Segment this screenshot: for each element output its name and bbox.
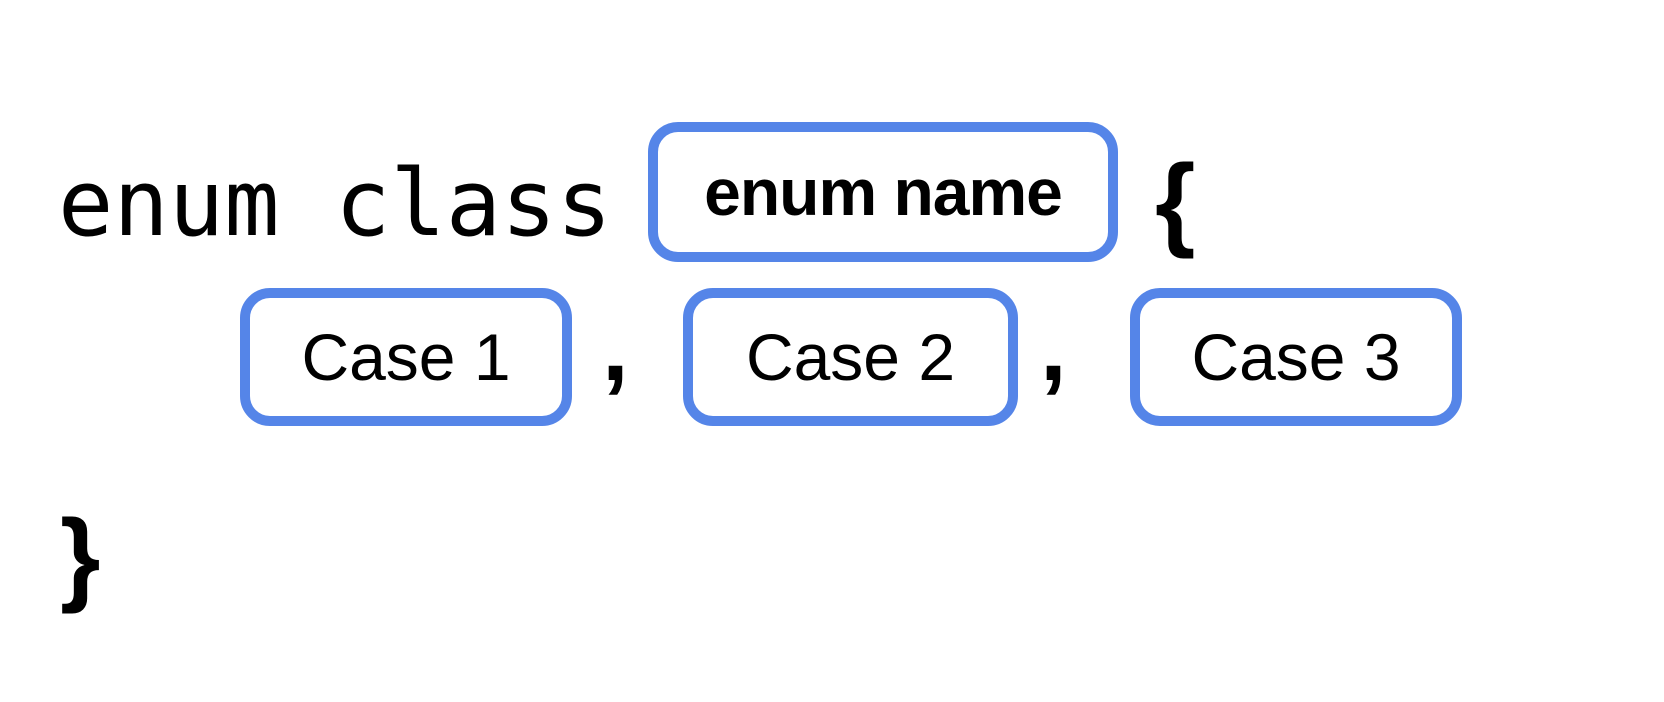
case-slot-2[interactable]: Case 2: [683, 288, 1018, 426]
open-brace: {: [1155, 144, 1196, 260]
case-slot-3[interactable]: Case 3: [1130, 288, 1462, 426]
case-slot-1-label: Case 1: [301, 320, 511, 394]
close-brace: }: [60, 499, 101, 615]
case-slot-1[interactable]: Case 1: [240, 288, 572, 426]
case-slot-3-label: Case 3: [1191, 320, 1401, 394]
enum-name-slot[interactable]: enum name: [648, 122, 1118, 262]
case-slot-2-label: Case 2: [745, 320, 956, 394]
enum-class-keyword: enum class: [58, 150, 612, 257]
enum-name-slot-label: enum name: [704, 155, 1063, 229]
case-separator-comma-1: ,: [602, 294, 629, 401]
case-separator-comma-2: ,: [1040, 294, 1067, 401]
